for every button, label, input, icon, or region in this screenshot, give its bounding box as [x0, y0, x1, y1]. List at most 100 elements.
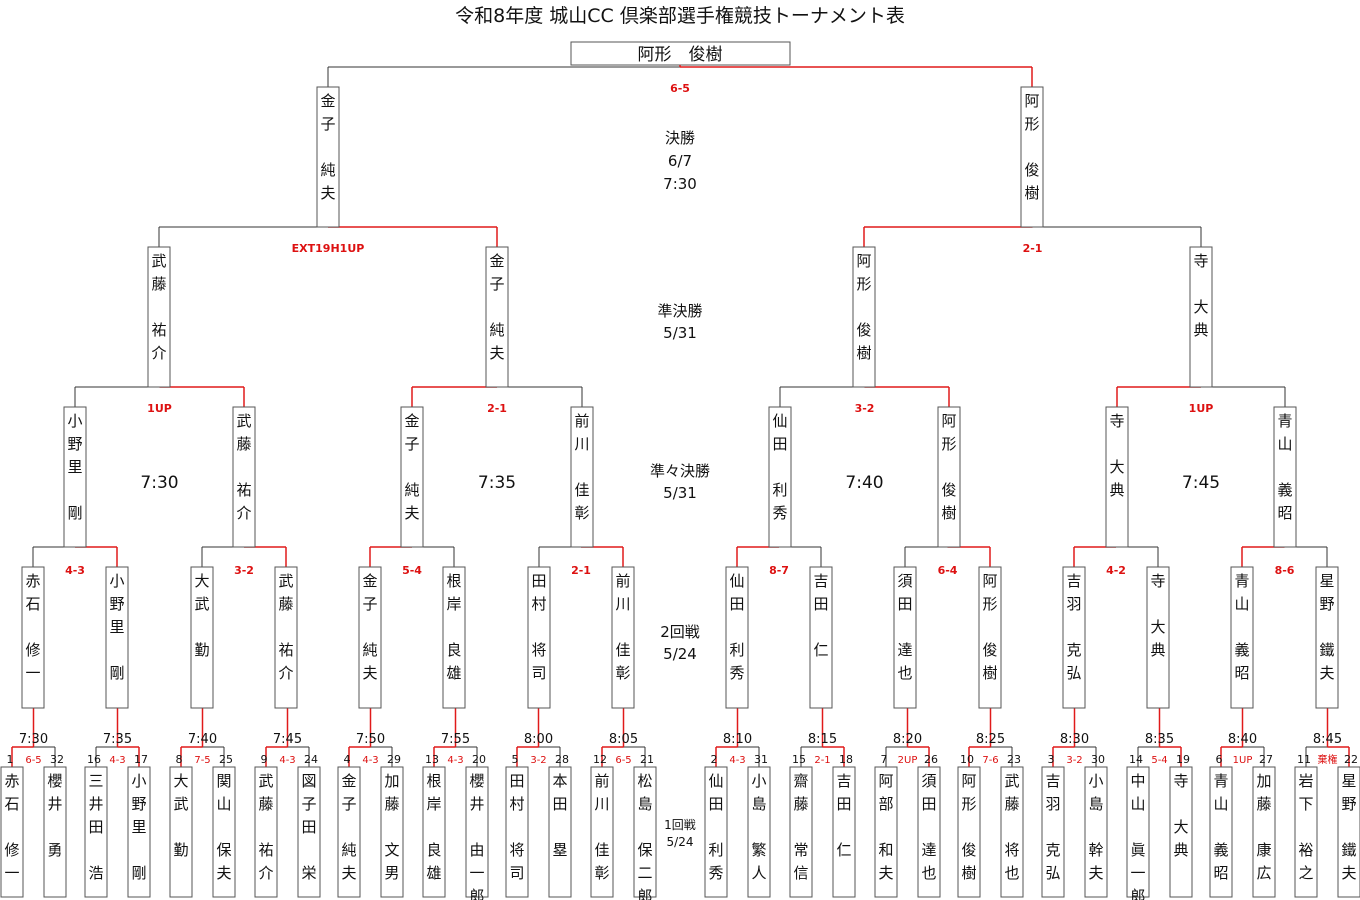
player-name: 武藤祐介: [278, 572, 293, 682]
seed-number: 27: [1259, 753, 1273, 766]
qf-player: 青山義昭: [1273, 406, 1297, 548]
player-box: [43, 766, 67, 898]
r1-match-1-score: 6-5: [25, 755, 41, 766]
first-round-date: 5/24: [667, 835, 694, 849]
final-match-score: 6-5: [670, 82, 690, 95]
player-name: 小野里剛: [67, 412, 82, 522]
player-box: [1209, 766, 1233, 898]
player-name: 武藤将也: [1004, 772, 1019, 882]
player-name: 関山保夫: [216, 772, 231, 882]
player-box: [1273, 406, 1297, 548]
player-name: 田村将司: [531, 572, 546, 682]
player-name: 寺大典: [1109, 412, 1124, 499]
player-box: [1189, 246, 1213, 388]
semifinal-round-name: 準決勝: [657, 302, 702, 320]
player-name: 須田達也: [897, 572, 912, 682]
r1-match-14-score: 5-4: [1151, 755, 1167, 766]
player-box: [1105, 406, 1129, 548]
player-box: [1294, 766, 1318, 898]
r2-player: 大武勤: [190, 566, 214, 709]
r1-player-9: 武藤祐介: [254, 766, 278, 898]
player-box: [747, 766, 771, 898]
player-box: [422, 766, 446, 898]
player-name: 須田達也: [921, 772, 936, 882]
match-time: 8:45: [1313, 732, 1342, 747]
sf-match-1-score: EXT19H1UP: [292, 242, 365, 255]
qf-match-3-score: 3-2: [855, 402, 875, 415]
player-box: [937, 406, 961, 548]
r1-match-13-score: 3-2: [1066, 755, 1082, 766]
seed-number: 15: [792, 753, 806, 766]
player-name: 武藤祐介: [236, 412, 251, 522]
r1-player-27: 加藤康広: [1252, 766, 1276, 898]
player-name: 仙田利秀: [729, 572, 744, 682]
player-box: [127, 766, 151, 898]
player-name: 櫻井勇: [47, 772, 62, 859]
player-box: [1146, 566, 1170, 709]
player-box: [527, 566, 551, 709]
player-box: [1169, 766, 1193, 898]
sf-player: 寺大典: [1189, 246, 1213, 388]
player-name: 武藤祐介: [151, 252, 166, 362]
player-name: 根岸良雄: [426, 772, 441, 882]
qf-match-1-score: 1UP: [147, 402, 172, 415]
page-title: 令和8年度 城山CC 倶楽部選手権競技トーナメント表: [455, 5, 905, 27]
quarterfinal-round-date: 5/31: [663, 484, 697, 502]
r1-player-11: 岩下裕之: [1294, 766, 1318, 898]
r1-player-19: 寺大典: [1169, 766, 1193, 898]
player-box: [147, 246, 171, 388]
player-name: 金子純夫: [404, 412, 419, 522]
seed-number: 29: [387, 753, 401, 766]
player-name: 吉羽克弘: [1045, 772, 1060, 882]
player-name: 大武勤: [173, 772, 188, 859]
qf-player: 前川佳彰: [570, 406, 594, 548]
qf-player: 武藤祐介: [232, 406, 256, 548]
final-round-name: 決勝: [665, 129, 695, 147]
player-box: [358, 566, 382, 709]
seed-number: 12: [593, 753, 607, 766]
r1-player-31: 小島繁人: [747, 766, 771, 898]
r1-player-8: 大武勤: [169, 766, 193, 898]
player-box: [400, 406, 424, 548]
player-box: [274, 566, 298, 709]
player-name: 金子純夫: [341, 772, 356, 882]
seed-number: 7: [881, 753, 888, 766]
r2-player: 金子純夫: [358, 566, 382, 709]
player-name: 本田塁: [552, 772, 567, 859]
qf-player: 金子純夫: [400, 406, 424, 548]
r1-player-22: 星野鐵夫: [1337, 766, 1360, 898]
r2-player: 吉田仁: [809, 566, 833, 709]
r1-player-23: 武藤将也: [1000, 766, 1024, 898]
player-name: 吉田仁: [813, 572, 828, 659]
player-name: 赤石修一: [4, 772, 19, 882]
seed-number: 8: [176, 753, 183, 766]
player-name: 金子純夫: [320, 92, 335, 202]
r2-player: 前川佳彰: [611, 566, 635, 709]
player-name: 前川佳彰: [574, 412, 589, 522]
player-name: 金子純夫: [362, 572, 377, 682]
r2-player: 星野鐵夫: [1315, 566, 1339, 709]
r1-player-29: 加藤文男: [380, 766, 404, 898]
r1-match-16-score: 棄権: [1318, 753, 1338, 766]
player-name: 吉田仁: [836, 772, 851, 859]
seed-number: 14: [1129, 753, 1143, 766]
r1-match-5-score: 4-3: [362, 755, 378, 766]
seed-number: 11: [1297, 753, 1311, 766]
player-box: [809, 566, 833, 709]
qf-player: 阿形俊樹: [937, 406, 961, 548]
second-round-name: 2回戦: [660, 623, 700, 641]
r1-player-21: 松島保二郎: [633, 766, 657, 900]
qf-match-time: 7:30: [140, 473, 178, 493]
sf-player: 金子純夫: [485, 246, 509, 388]
match-time: 8:10: [723, 732, 752, 747]
player-box: [190, 566, 214, 709]
r1-player-7: 阿部和夫: [874, 766, 898, 898]
r1-player-13: 根岸良雄: [422, 766, 446, 898]
player-name: 仙田利秀: [708, 772, 723, 882]
r2-player: 青山義昭: [1230, 566, 1254, 709]
r2-player: 仙田利秀: [725, 566, 749, 709]
r1-player-25: 関山保夫: [212, 766, 236, 898]
seed-number: 19: [1176, 753, 1190, 766]
seed-number: 26: [924, 753, 938, 766]
